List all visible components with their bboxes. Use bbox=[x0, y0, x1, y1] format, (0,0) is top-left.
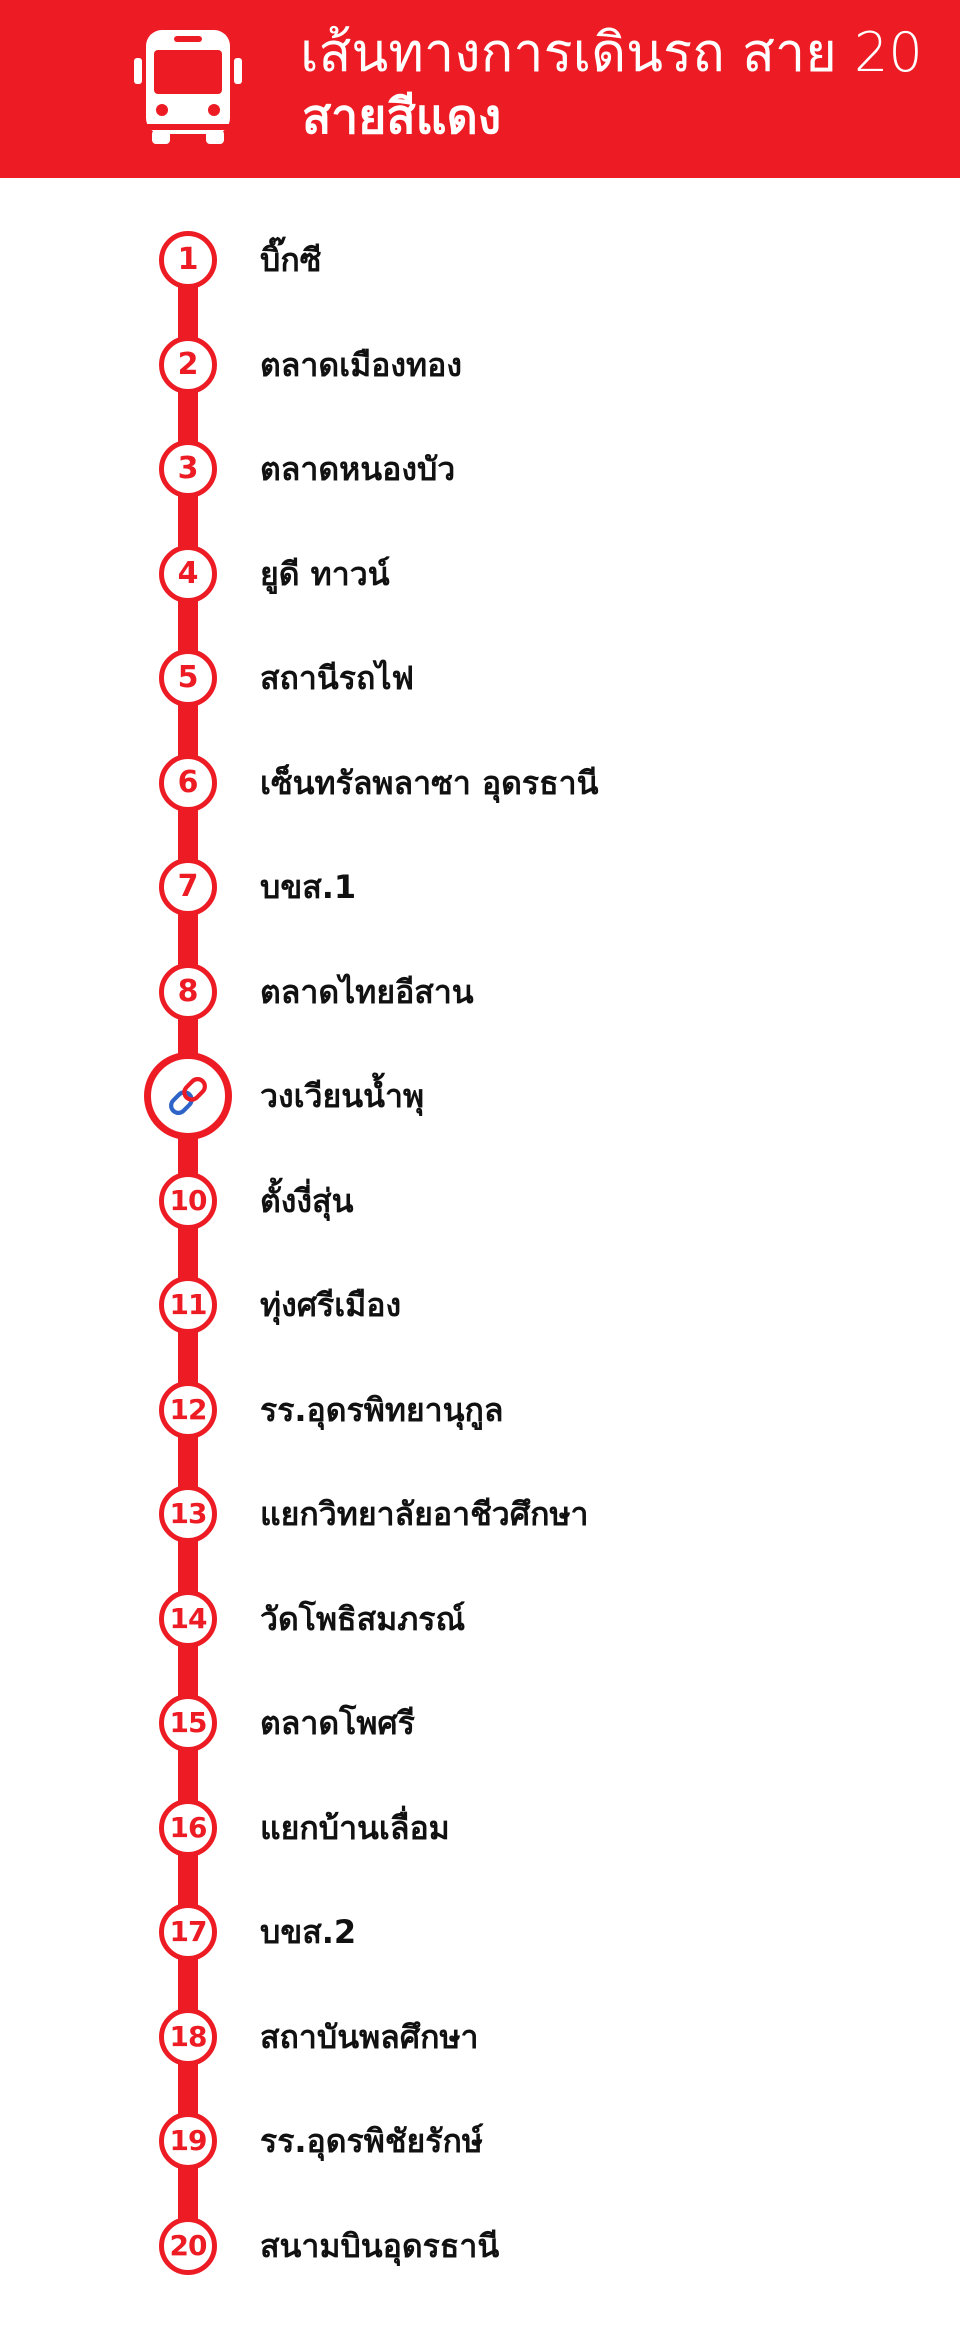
stop-number: 17 bbox=[169, 1915, 208, 1948]
stop-number-marker: 16 bbox=[159, 1798, 217, 1857]
stop-name: แยกบ้านเลื่อม bbox=[260, 1808, 450, 1847]
bus-icon bbox=[134, 30, 242, 144]
stop-name: บขส.1 bbox=[260, 868, 357, 906]
stop-number-marker: 10 bbox=[159, 1171, 217, 1230]
stop-number-marker: 19 bbox=[159, 2112, 217, 2170]
stop-name: ตั้งงี่สุ่น bbox=[260, 1181, 354, 1220]
transfer-stop-marker bbox=[144, 1052, 232, 1140]
stop-number: 11 bbox=[169, 1288, 208, 1321]
stop-number-marker: 20 bbox=[159, 2216, 217, 2275]
stop-number: 3 bbox=[177, 451, 199, 486]
stop-name: ยูดี ทาวน์ bbox=[260, 554, 390, 593]
page-title: เส้นทางการเดินรถ สาย 20 bbox=[300, 21, 923, 84]
stop-number: 6 bbox=[177, 764, 199, 800]
line-name: สายสีแดง bbox=[302, 89, 502, 145]
stop-number: 13 bbox=[169, 1497, 208, 1530]
stop-number-marker: 11 bbox=[159, 1276, 217, 1334]
stop-name: สถาบันพลศึกษา bbox=[260, 2017, 479, 2056]
stop-number: 5 bbox=[177, 660, 199, 695]
stop-number-marker: 12 bbox=[159, 1380, 217, 1439]
stop-number: 7 bbox=[177, 869, 199, 904]
stop-number-marker: 6 bbox=[159, 753, 217, 812]
stop-number: 15 bbox=[169, 1706, 208, 1739]
stop-number: 4 bbox=[177, 555, 199, 591]
stop-name: ตลาดหนองบัว bbox=[260, 450, 456, 488]
stop-number-marker: 7 bbox=[159, 858, 217, 916]
stop-number-marker: 13 bbox=[159, 1485, 217, 1543]
stop-number-marker: 14 bbox=[159, 1589, 217, 1648]
stop-name: แยกวิทยาลัยอาชีวศึกษา bbox=[260, 1495, 589, 1533]
stop-number-marker: 1 bbox=[159, 231, 217, 289]
stop-name: ตลาดโพศรี bbox=[260, 1704, 415, 1742]
stop-number-marker: 2 bbox=[159, 335, 217, 394]
stop-name: บขส.2 bbox=[260, 1913, 357, 1951]
stop-number-marker: 4 bbox=[159, 544, 217, 603]
stop-number-marker: 5 bbox=[159, 649, 217, 707]
stop-number-marker: 3 bbox=[159, 440, 217, 498]
stop-number-marker: 8 bbox=[159, 962, 217, 1021]
stop-number: 2 bbox=[177, 346, 199, 382]
stop-name: ทุ่งศรีเมือง bbox=[260, 1286, 402, 1324]
stop-number: 8 bbox=[177, 973, 199, 1009]
stop-name: สถานีรถไฟ bbox=[260, 659, 415, 697]
stop-name: สนามบินอุดรธานี bbox=[260, 2226, 500, 2265]
stop-name: ตลาดไทยอีสาน bbox=[260, 972, 474, 1011]
stop-number-marker: 17 bbox=[159, 1903, 217, 1961]
stop-name: เซ็นทรัลพลาซา อุดรธานี bbox=[260, 763, 599, 802]
header-banner: เส้นทางการเดินรถ สาย 20 สายสีแดง bbox=[0, 0, 960, 178]
stop-number: 12 bbox=[169, 1392, 208, 1426]
stop-name: รร.อุดรพิทยานุกูล bbox=[260, 1390, 504, 1429]
stop-number-marker: 15 bbox=[159, 1694, 217, 1752]
stop-number: 19 bbox=[169, 2124, 208, 2157]
stop-name: ตลาดเมืองทอง bbox=[260, 345, 462, 384]
stop-name: วัดโพธิสมภรณ์ bbox=[260, 1599, 466, 1638]
stop-number: 18 bbox=[169, 2019, 208, 2053]
stop-number: 20 bbox=[169, 2228, 208, 2262]
link-icon bbox=[169, 1077, 207, 1115]
stop-name: วงเวียนน้ำพุ bbox=[260, 1077, 425, 1115]
stop-name: รร.อุดรพิชัยรักษ์ bbox=[260, 2122, 483, 2160]
stop-number: 14 bbox=[169, 1601, 208, 1635]
stop-number: 1 bbox=[177, 242, 199, 277]
stop-number: 10 bbox=[169, 1183, 208, 1217]
stop-number-marker: 18 bbox=[159, 2007, 217, 2066]
stop-name: บิ๊กซี bbox=[260, 241, 322, 279]
stop-number: 16 bbox=[169, 1810, 208, 1844]
